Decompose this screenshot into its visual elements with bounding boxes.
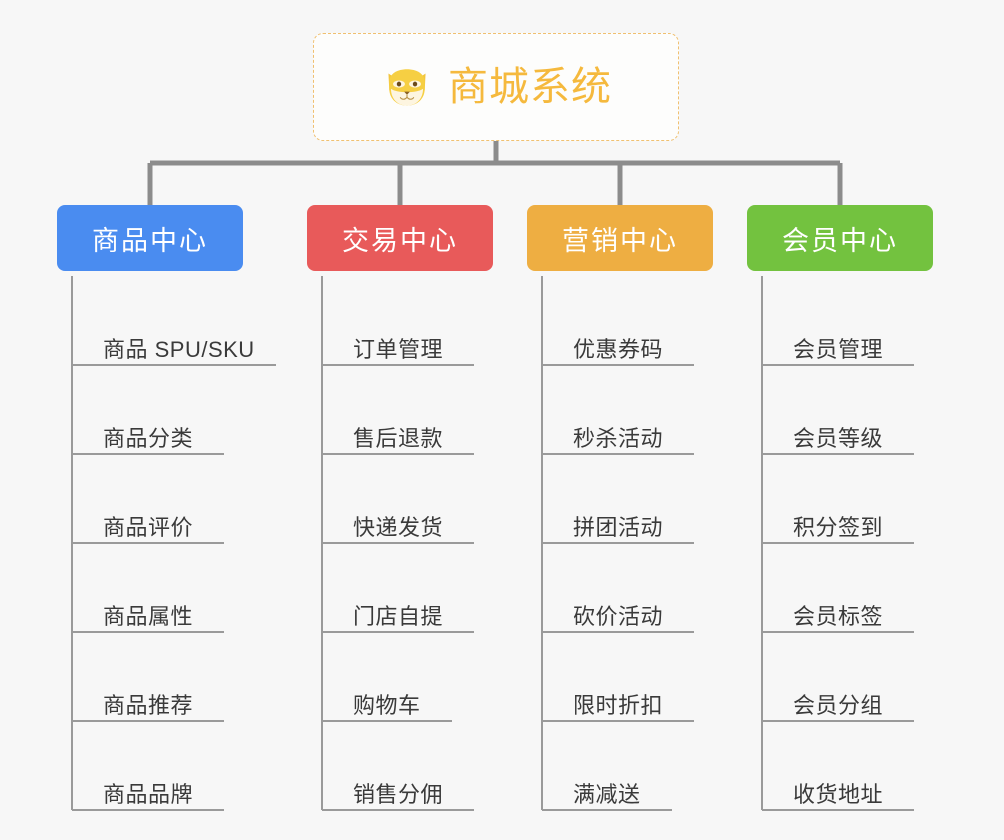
leaf-label: 满减送 — [573, 781, 641, 807]
leaf-item[interactable]: 秒杀活动 — [541, 365, 663, 454]
leaf-label: 订单管理 — [353, 336, 444, 362]
leaf-label: 售后退款 — [353, 425, 444, 451]
leaf-item[interactable]: 商品评价 — [71, 454, 255, 543]
leaf-label: 商品属性 — [103, 603, 194, 629]
leaf-item[interactable]: 销售分佣 — [321, 721, 443, 810]
leaf-label: 限时折扣 — [573, 692, 664, 718]
leaf-item[interactable]: 购物车 — [321, 632, 443, 721]
leaf-list-marketing: 优惠券码 秒杀活动 拼团活动 砍价活动 限时折扣 满减送 — [541, 276, 663, 810]
leaf-label: 商品 SPU/SKU — [103, 336, 255, 362]
leaf-label: 商品分类 — [103, 425, 194, 451]
branch-header-label: 商品中心 — [92, 225, 208, 256]
leaf-label: 积分签到 — [793, 514, 884, 540]
branch-header-label: 营销中心 — [562, 225, 678, 256]
root-node[interactable]: 商城系统 — [313, 33, 679, 141]
leaf-label: 会员等级 — [793, 425, 884, 451]
branch-header-label: 交易中心 — [342, 225, 458, 256]
branch-header-product[interactable]: 商品中心 — [57, 205, 243, 271]
leaf-label: 商品品牌 — [103, 781, 194, 807]
leaf-label: 会员管理 — [793, 336, 884, 362]
branch-header-member[interactable]: 会员中心 — [747, 205, 933, 271]
leaf-label: 快递发货 — [353, 514, 444, 540]
branch-header-trade[interactable]: 交易中心 — [307, 205, 493, 271]
branch-column-member: 会员中心 会员管理 会员等级 积分签到 会员标签 会员分组 收货地址 — [747, 205, 933, 807]
leaf-item[interactable]: 门店自提 — [321, 543, 443, 632]
leaf-item[interactable]: 积分签到 — [761, 454, 883, 543]
leaf-item[interactable]: 收货地址 — [761, 721, 883, 810]
branch-column-marketing: 营销中心 优惠券码 秒杀活动 拼团活动 砍价活动 限时折扣 满减送 — [527, 205, 713, 807]
leaf-label: 砍价活动 — [573, 603, 664, 629]
leaf-label: 商品评价 — [103, 514, 194, 540]
leaf-item[interactable]: 商品属性 — [71, 543, 255, 632]
leaf-item[interactable]: 限时折扣 — [541, 632, 663, 721]
leaf-item[interactable]: 快递发货 — [321, 454, 443, 543]
leaf-item[interactable]: 商品推荐 — [71, 632, 255, 721]
leaf-item[interactable]: 满减送 — [541, 721, 663, 810]
leaf-label: 拼团活动 — [573, 514, 664, 540]
leaf-label: 会员分组 — [793, 692, 884, 718]
root-title: 商城系统 — [448, 65, 612, 109]
leaf-item[interactable]: 商品分类 — [71, 365, 255, 454]
branch-column-trade: 交易中心 订单管理 售后退款 快递发货 门店自提 购物车 销售分佣 — [307, 205, 493, 807]
leaf-list-trade: 订单管理 售后退款 快递发货 门店自提 购物车 销售分佣 — [321, 276, 443, 810]
leaf-label: 商品推荐 — [103, 692, 194, 718]
leaf-item[interactable]: 砍价活动 — [541, 543, 663, 632]
leaf-item[interactable]: 优惠券码 — [541, 276, 663, 365]
leaf-label: 销售分佣 — [353, 781, 444, 807]
leaf-label: 门店自提 — [353, 603, 444, 629]
leaf-label: 优惠券码 — [573, 336, 664, 362]
leaf-item[interactable]: 会员管理 — [761, 276, 883, 365]
leaf-label: 购物车 — [353, 692, 421, 718]
leaf-item[interactable]: 拼团活动 — [541, 454, 663, 543]
leaf-item[interactable]: 会员等级 — [761, 365, 883, 454]
leaf-item[interactable]: 会员分组 — [761, 632, 883, 721]
leaf-label: 秒杀活动 — [573, 425, 664, 451]
branch-header-marketing[interactable]: 营销中心 — [527, 205, 713, 271]
leaf-item[interactable]: 商品品牌 — [71, 721, 255, 810]
leaf-label: 会员标签 — [793, 603, 884, 629]
leaf-item[interactable]: 售后退款 — [321, 365, 443, 454]
branch-header-label: 会员中心 — [782, 225, 898, 256]
leaf-label: 收货地址 — [793, 781, 884, 807]
leaf-item[interactable]: 订单管理 — [321, 276, 443, 365]
branch-column-product: 商品中心 商品 SPU/SKU 商品分类 商品评价 商品属性 商品推荐 商品品牌 — [57, 205, 254, 807]
leaf-list-product: 商品 SPU/SKU 商品分类 商品评价 商品属性 商品推荐 商品品牌 — [71, 276, 255, 810]
leaf-item[interactable]: 会员标签 — [761, 543, 883, 632]
shiba-dog-face-icon — [380, 60, 434, 114]
leaf-item[interactable]: 商品 SPU/SKU — [71, 276, 255, 365]
leaf-list-member: 会员管理 会员等级 积分签到 会员标签 会员分组 收货地址 — [761, 276, 883, 810]
